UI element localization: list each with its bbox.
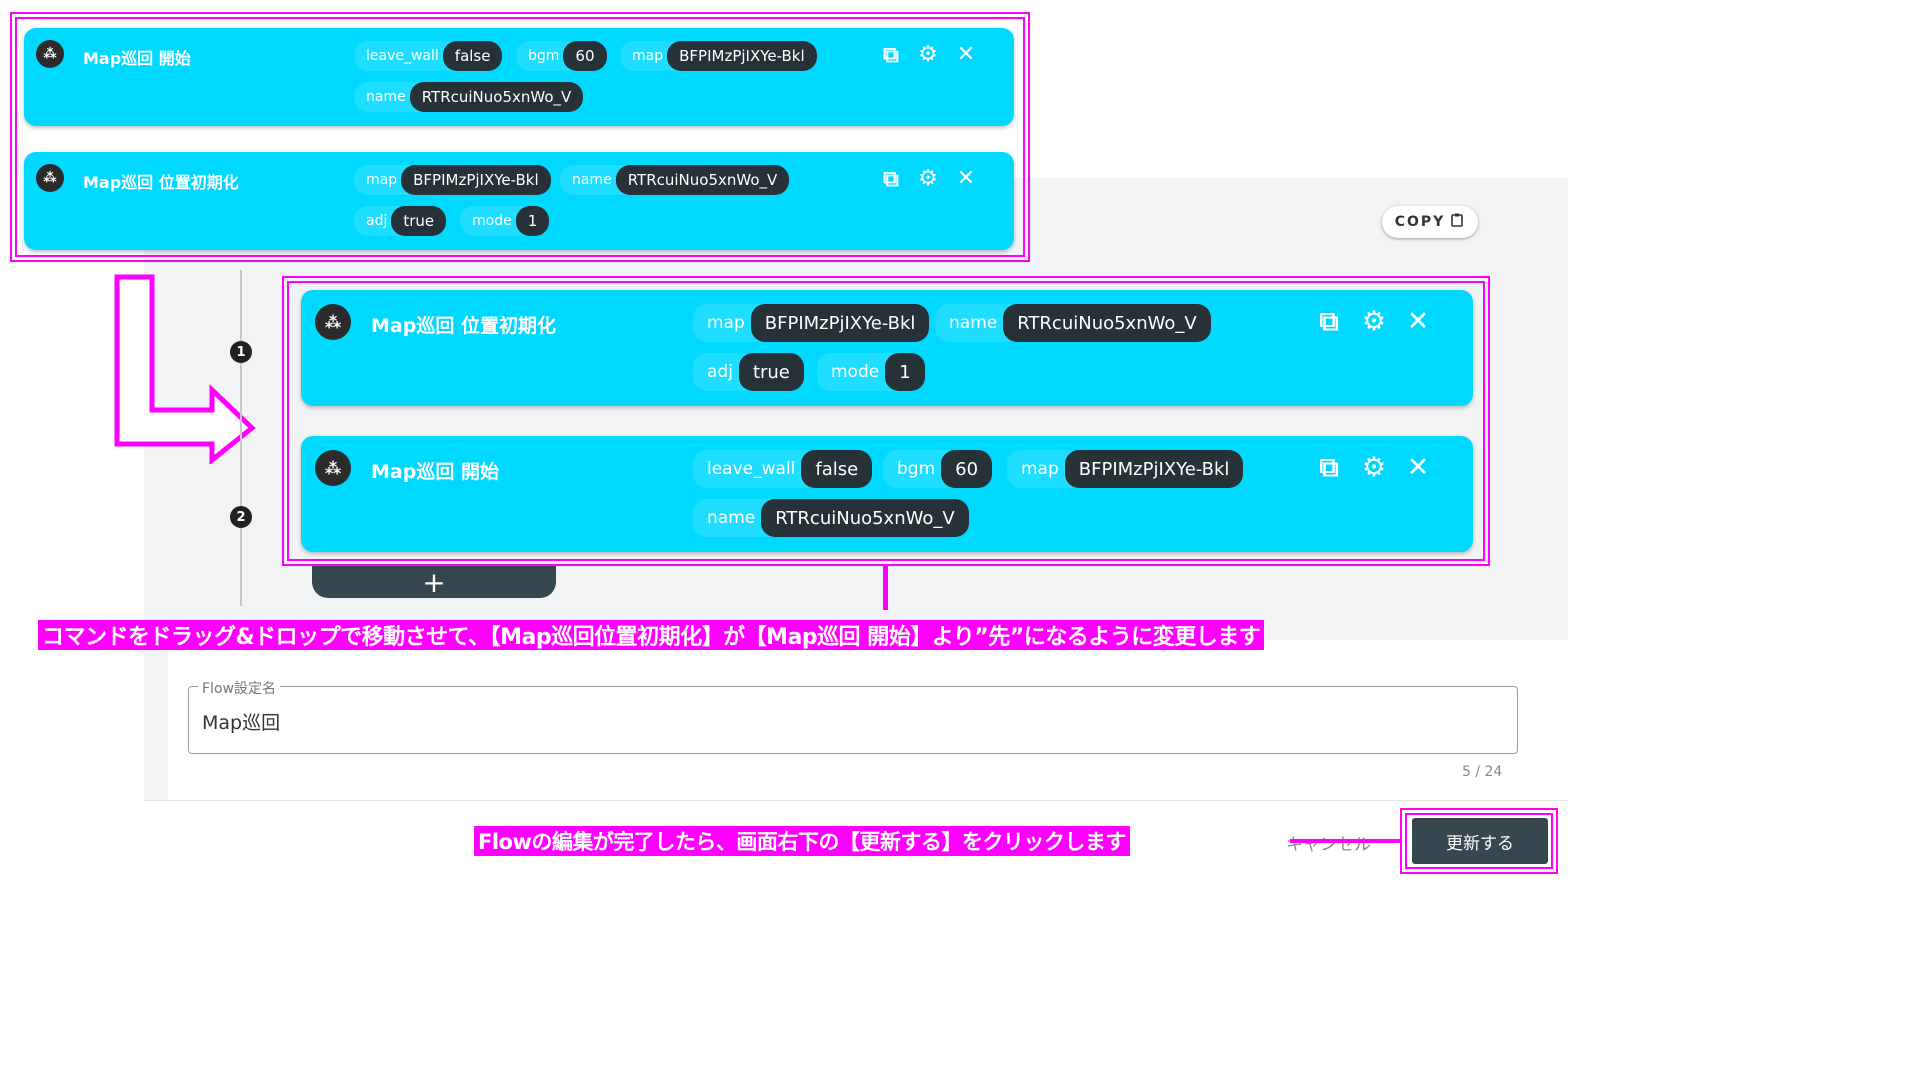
form-section	[168, 640, 1568, 800]
gear-icon[interactable]: ⚙	[918, 41, 938, 67]
copy-icon[interactable]: ⧉	[883, 166, 899, 192]
param-key: map	[707, 313, 745, 333]
param-key: bgm	[897, 459, 936, 479]
param-value: false	[442, 41, 503, 71]
param-value: false	[801, 450, 873, 488]
update-highlight-inner	[1405, 813, 1553, 869]
param-value: RTRcuiNuo5xnWo_V	[615, 165, 790, 195]
param-value: 60	[563, 41, 607, 71]
copy-button[interactable]: COPY	[1382, 206, 1478, 238]
param-key: name	[949, 313, 998, 333]
param-key: leave_wall	[366, 48, 439, 64]
flow-name-input[interactable]	[188, 686, 1518, 754]
copy-icon[interactable]: ⧉	[1319, 306, 1339, 337]
route-icon: ⁂	[315, 450, 351, 486]
update-highlight-outer	[1400, 808, 1558, 874]
param-key: mode	[472, 213, 512, 229]
param-key: name	[366, 89, 406, 105]
param-key: map	[632, 48, 664, 64]
close-icon[interactable]: ✕	[1406, 305, 1430, 337]
param-key: adj	[707, 362, 733, 382]
param-value: true	[391, 206, 447, 236]
flow-name-label: Flow設定名	[198, 678, 280, 698]
close-icon[interactable]: ✕	[1406, 451, 1430, 483]
param-key: name	[572, 172, 612, 188]
param-value: BFPIMzPjIXYe-Bkl	[750, 304, 930, 342]
gear-icon[interactable]: ⚙	[1361, 451, 1387, 483]
arrow-right-icon	[114, 274, 256, 464]
drag-annotation: コマンドをドラッグ&ドロップで移動させて、【Map巡回位置初期化】が【Map巡回…	[38, 620, 1265, 650]
close-icon[interactable]: ✕	[956, 41, 976, 67]
param-value: true	[738, 353, 804, 391]
timeline-line	[240, 270, 242, 606]
flow-name-value: Map巡回	[202, 712, 281, 734]
param-key: adj	[366, 213, 388, 229]
param-value: 60	[941, 450, 993, 488]
param-key: map	[1021, 459, 1059, 479]
clipboard-icon	[1449, 212, 1465, 232]
command-title: Map巡回 開始	[371, 461, 499, 483]
route-icon: ⁂	[315, 304, 351, 340]
param-key: name	[707, 508, 756, 528]
update-button[interactable]: 更新する	[1412, 818, 1548, 864]
command-title: Map巡回 開始	[83, 49, 191, 68]
param-value: RTRcuiNuo5xnWo_V	[409, 82, 584, 112]
route-icon: ⁂	[36, 40, 64, 68]
command-title: Map巡回 位置初期化	[83, 173, 239, 192]
param-key: leave_wall	[707, 459, 796, 479]
gear-icon[interactable]: ⚙	[918, 165, 938, 191]
update-annotation: Flowの編集が完了したら、画面右下の【更新する】をクリックします	[474, 826, 1130, 856]
copy-button-label: COPY	[1394, 214, 1446, 230]
param-key: bgm	[528, 48, 560, 64]
step-number: 1	[230, 341, 252, 363]
after-highlight-outer	[282, 276, 1490, 566]
command-title: Map巡回 位置初期化	[371, 315, 556, 337]
update-connector	[1290, 839, 1400, 843]
close-icon[interactable]: ✕	[956, 165, 976, 191]
param-value: BFPIMzPjIXYe-Bkl	[401, 165, 551, 195]
param-value: 1	[515, 206, 550, 236]
param-value: BFPIMzPjIXYe-Bkl	[1064, 450, 1244, 488]
before-highlight-outer	[10, 12, 1030, 262]
param-value: RTRcuiNuo5xnWo_V	[761, 499, 969, 537]
route-icon: ⁂	[36, 164, 64, 192]
step-number: 2	[230, 506, 252, 528]
param-value: BFPIMzPjIXYe-Bkl	[667, 41, 817, 71]
before-highlight-inner	[15, 17, 1025, 257]
char-counter: 5 / 24	[1462, 764, 1503, 780]
add-command-button[interactable]: +	[312, 566, 556, 599]
annotation-connector	[883, 566, 888, 610]
param-key: mode	[831, 362, 880, 382]
param-value: RTRcuiNuo5xnWo_V	[1003, 304, 1211, 342]
after-highlight-inner	[287, 281, 1485, 561]
param-key: map	[366, 172, 398, 188]
copy-icon[interactable]: ⧉	[883, 42, 899, 68]
param-value: 1	[885, 353, 925, 391]
copy-icon[interactable]: ⧉	[1319, 452, 1339, 483]
gear-icon[interactable]: ⚙	[1361, 305, 1387, 337]
